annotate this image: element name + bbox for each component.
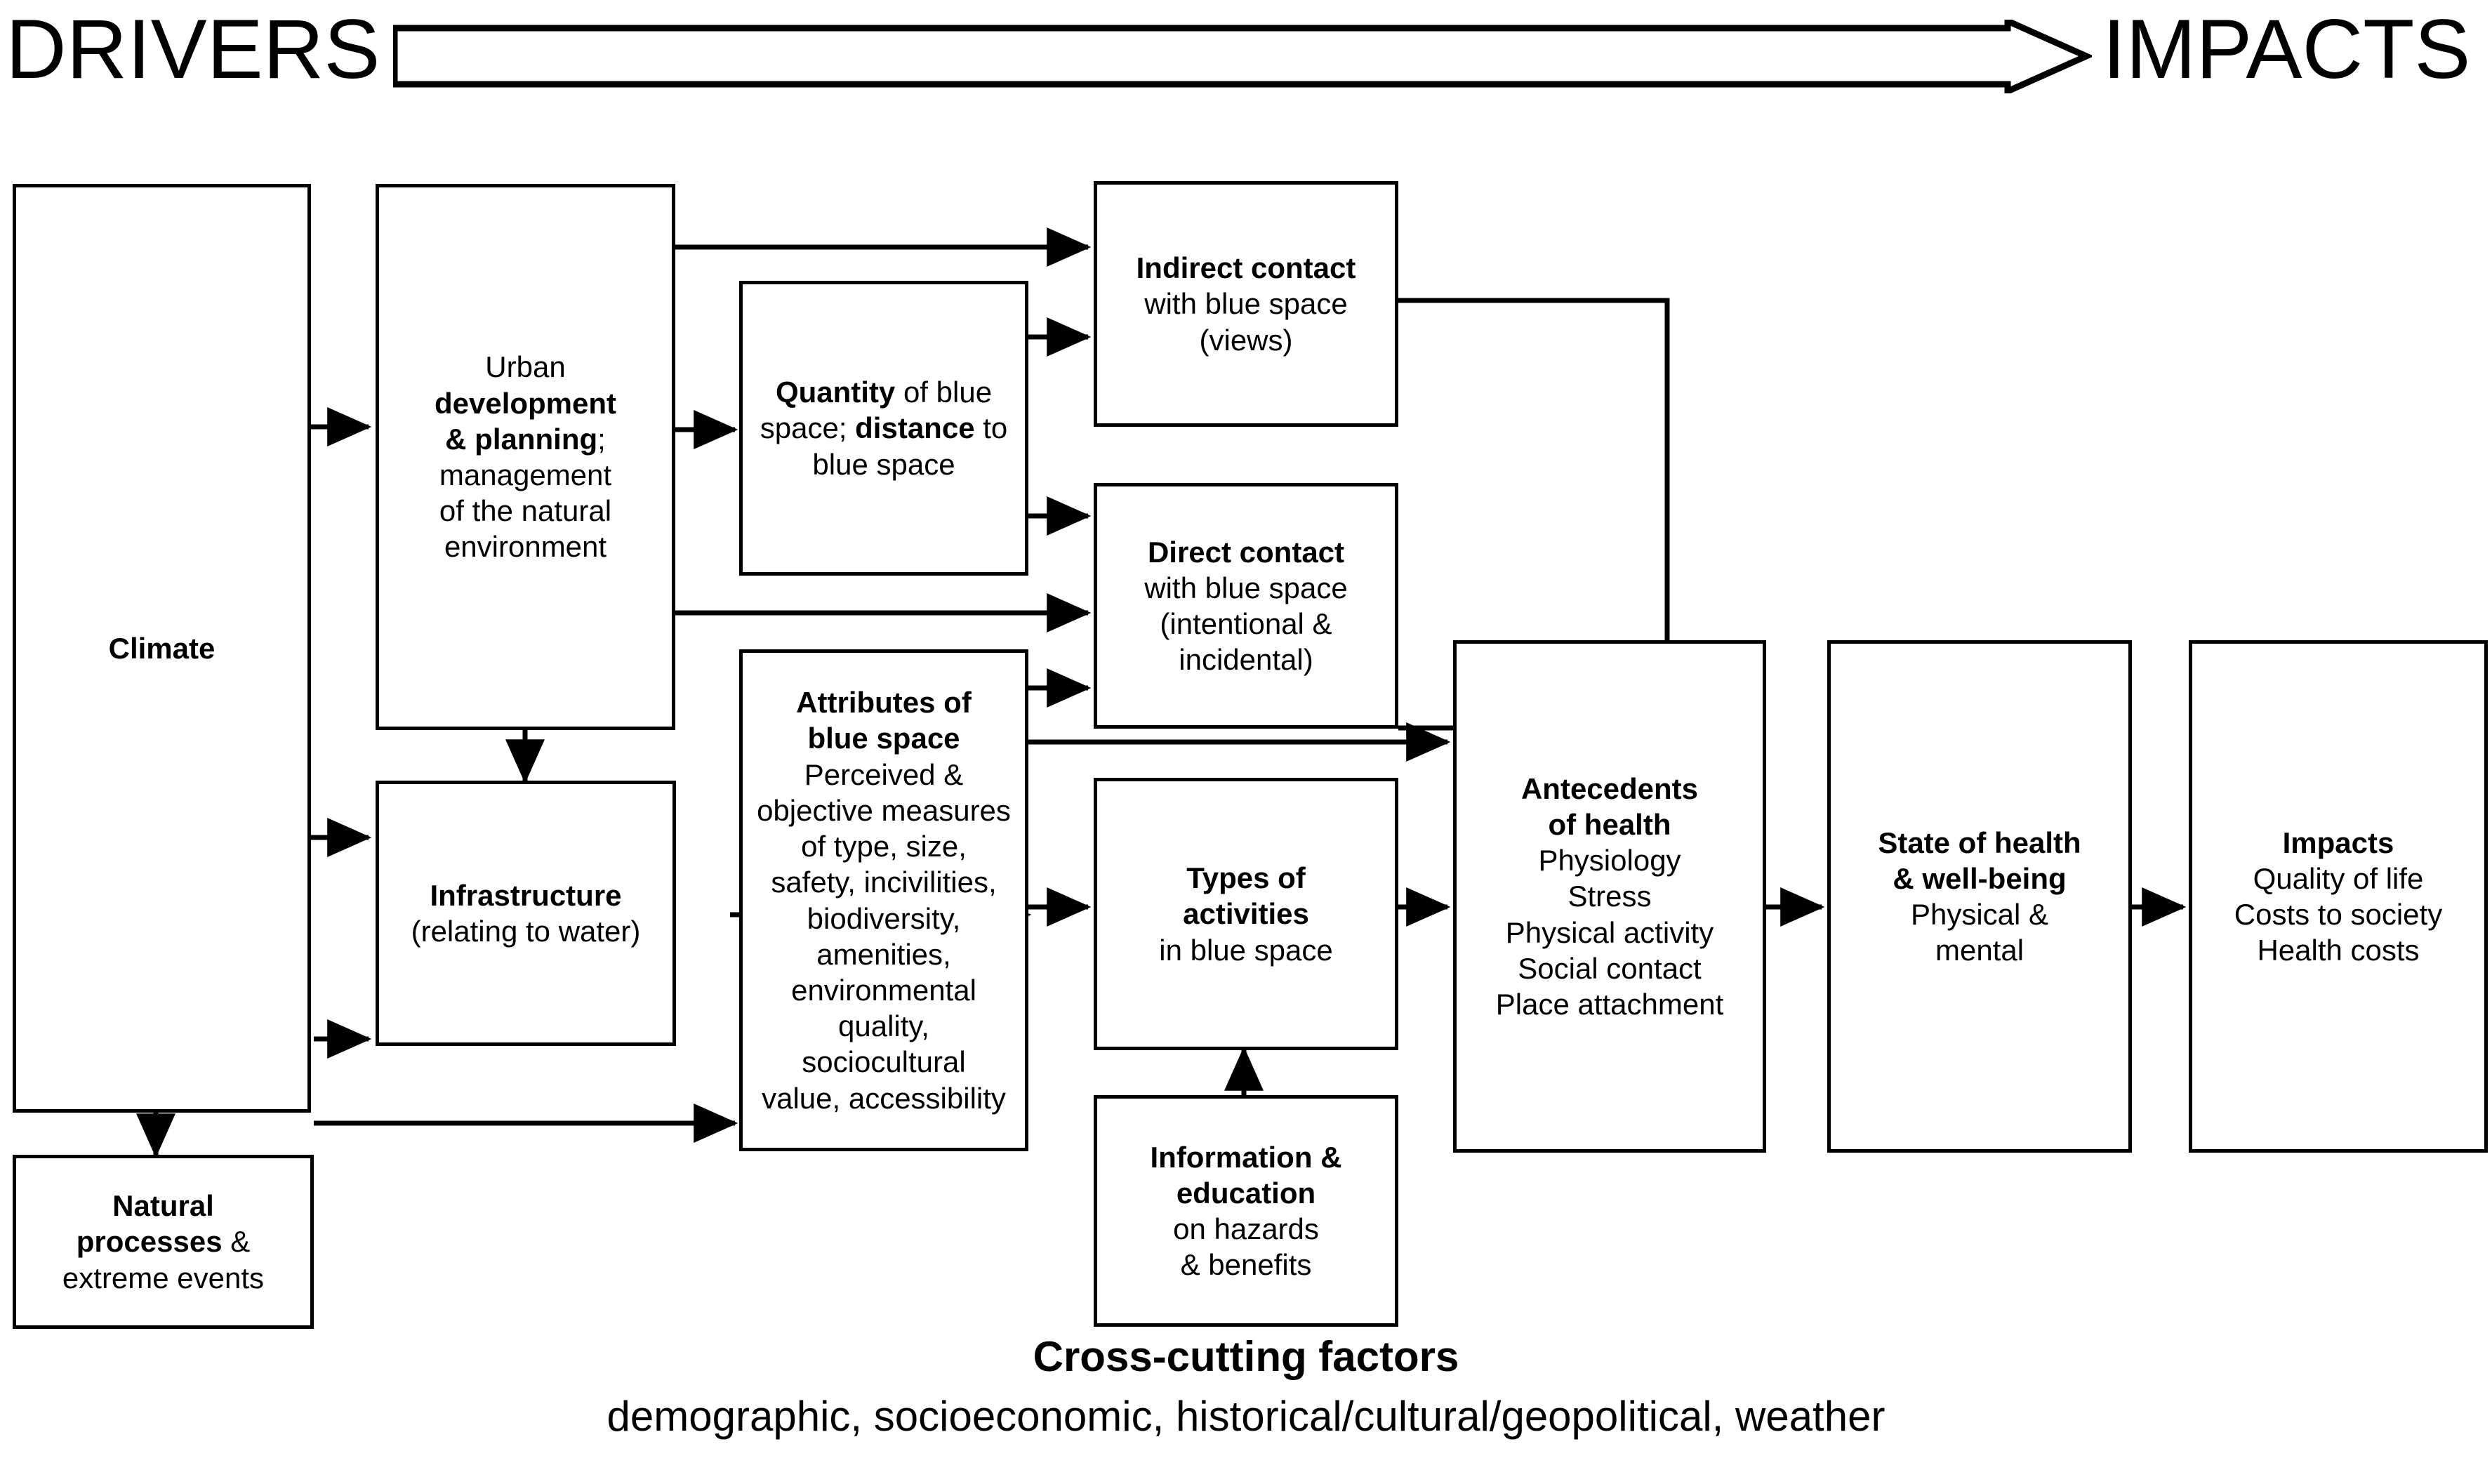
node-infrastructure-text: Infrastructure (relating to water)	[386, 877, 665, 949]
node-quantity-title: Quantity	[775, 376, 896, 409]
node-direct-contact-body: with blue space(intentional &incidental)	[1144, 571, 1348, 677]
node-indirect-contact-body: with blue space(views)	[1144, 287, 1348, 357]
drivers-label: DRIVERS	[6, 2, 380, 96]
node-direct-contact[interactable]: Direct contact with blue space(intention…	[1094, 483, 1398, 729]
right-block-arrow-icon	[393, 20, 2092, 93]
node-indirect-contact[interactable]: Indirect contact with blue space(views)	[1094, 181, 1398, 427]
node-direct-contact-text: Direct contact with blue space(intention…	[1104, 534, 1388, 678]
node-direct-contact-title: Direct contact	[1147, 535, 1345, 569]
node-infrastructure-body: (relating to water)	[411, 915, 641, 948]
node-indirect-contact-title: Indirect contact	[1136, 251, 1356, 285]
node-natural-processes-body: extreme events	[62, 1261, 265, 1294]
node-information-education[interactable]: Information &education on hazards& benef…	[1094, 1095, 1398, 1327]
impacts-label: IMPACTS	[2102, 2, 2471, 96]
node-information-education-body: on hazards& benefits	[1173, 1212, 1319, 1282]
node-types-of-activities-body: in blue space	[1159, 933, 1333, 967]
node-climate-text: Climate	[23, 630, 300, 666]
node-indirect-contact-text: Indirect contact with blue space(views)	[1104, 250, 1388, 358]
node-quantity-blue-space[interactable]: Quantity of blue space; distance to blue…	[739, 281, 1028, 576]
node-infrastructure[interactable]: Infrastructure (relating to water)	[376, 781, 676, 1046]
node-information-education-text: Information &education on hazards& benef…	[1104, 1139, 1388, 1283]
cross-cutting-factors-subtitle: demographic, socioeconomic, historical/c…	[607, 1393, 1885, 1440]
node-infrastructure-title: Infrastructure	[430, 878, 622, 912]
node-impacts-title: Impacts	[2282, 826, 2394, 859]
node-state-of-health-title: State of health& well-being	[1878, 826, 2081, 895]
node-state-of-health[interactable]: State of health& well-being Physical &me…	[1827, 640, 2132, 1153]
cross-cutting-factors-title: Cross-cutting factors	[1033, 1333, 1459, 1380]
node-quantity-blue-space-text: Quantity of blue space; distance to blue…	[760, 376, 1008, 481]
node-urban-development-line1: Urban	[485, 350, 566, 384]
node-climate-title: Climate	[108, 631, 216, 665]
node-information-education-title: Information &education	[1150, 1140, 1342, 1210]
node-state-of-health-text: State of health& well-being Physical &me…	[1838, 825, 2121, 969]
node-climate[interactable]: Climate	[13, 184, 311, 1113]
node-state-of-health-body: Physical &mental	[1910, 898, 2049, 967]
node-quantity-body: to blue space	[812, 411, 1008, 481]
node-urban-development-title: development& planning	[434, 386, 617, 456]
node-natural-processes-amp: &	[222, 1225, 251, 1259]
